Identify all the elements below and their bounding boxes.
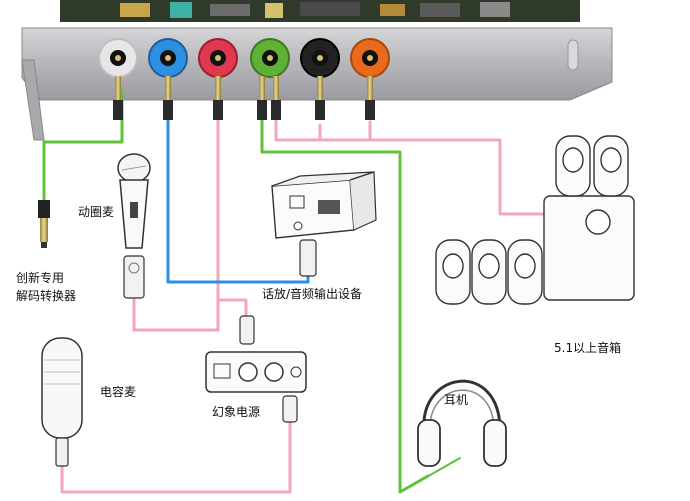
sound-card-pcb	[60, 0, 580, 22]
jack-plug	[113, 76, 123, 120]
cables	[42, 88, 546, 494]
port-black	[300, 38, 340, 78]
phantom-power-box	[205, 315, 307, 423]
cable-green-converter	[42, 88, 124, 202]
jack-plug	[365, 76, 375, 120]
label-speakers: 5.1以上音箱	[554, 341, 622, 355]
label-headphones: 耳机	[444, 393, 469, 407]
label-playback-device: 话放/音频输出设备	[262, 287, 363, 301]
label-converter-line1: 创新专用	[16, 271, 65, 285]
cable-pink-speakers	[274, 118, 372, 142]
port-pink	[198, 38, 238, 78]
label-condenser-mic: 电容麦	[100, 385, 137, 399]
audio-ports	[98, 38, 390, 78]
jack-plug	[257, 76, 267, 120]
jack-plug	[315, 76, 325, 120]
port-blue	[148, 38, 188, 78]
label-phantom-power: 幻象电源	[212, 405, 261, 419]
label-converter-line2: 解码转换器	[16, 289, 77, 303]
cable-pink-speakers-3	[368, 138, 546, 216]
condenser-microphone	[41, 337, 83, 467]
cable-pink-mic	[132, 116, 220, 332]
converter-plug	[38, 200, 50, 248]
port-orange	[350, 38, 390, 78]
label-dynamic-mic: 动圈麦	[78, 205, 115, 219]
headphones	[417, 379, 507, 467]
port-green	[250, 38, 290, 78]
audio-output-device	[271, 171, 377, 277]
jack-plug	[271, 76, 281, 120]
cable-green-headphones-2	[403, 457, 461, 491]
jack-plug	[163, 76, 173, 120]
cable-pink-condenser	[60, 418, 292, 494]
dynamic-microphone	[117, 153, 151, 299]
port-white	[98, 38, 138, 78]
surround-speakers	[435, 135, 635, 305]
jack-plugs	[113, 76, 375, 120]
jack-plug	[213, 76, 223, 120]
cable-pink-phantom	[216, 298, 248, 320]
